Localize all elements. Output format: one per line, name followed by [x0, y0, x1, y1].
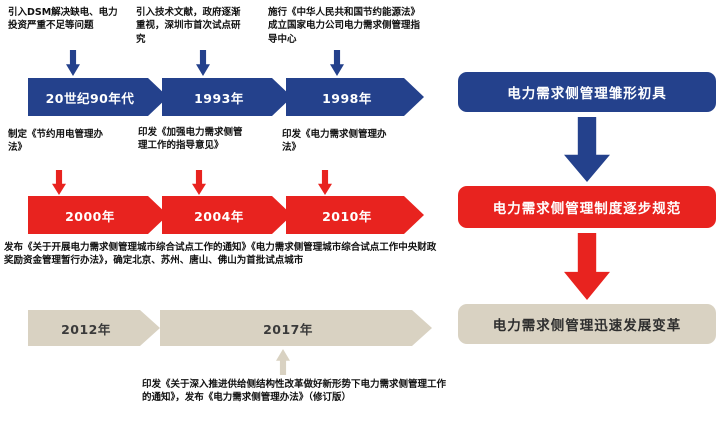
timeline-arrow-1990s: 20世纪90年代: [28, 78, 168, 116]
down-arrow-icon: [318, 170, 332, 195]
summary-label: 电力需求侧管理迅速发展变革: [492, 318, 682, 334]
summary-label: 电力需求侧管理制度逐步规范: [492, 201, 682, 217]
down-arrow-icon: [66, 50, 80, 76]
down-arrow-icon: [192, 170, 206, 195]
stage2-note-2000: 制定《节约用电管理办法》: [8, 129, 104, 154]
timeline-label: 2010年: [322, 208, 372, 224]
up-arrow-icon: [276, 349, 290, 375]
summary-label: 电力需求侧管理雏形初具: [507, 86, 667, 102]
down-arrow-icon: [196, 50, 210, 76]
summary-box-stage2: 电力需求侧管理制度逐步规范: [458, 186, 716, 228]
timeline-arrow-2010: 2010年: [286, 196, 424, 234]
timeline-label: 20世纪90年代: [45, 90, 135, 106]
summary-box-stage3: 电力需求侧管理迅速发展变革: [458, 304, 716, 344]
stage3-note-2017: 印发《关于深入推进供给侧结构性改革做好新形势下电力需求侧管理工作的通知》，发布《…: [142, 379, 447, 404]
timeline-label: 1993年: [194, 90, 244, 106]
timeline-arrow-1998: 1998年: [286, 78, 424, 116]
down-arrow-icon: [52, 170, 66, 195]
timeline-arrow-2004: 2004年: [162, 196, 292, 234]
timeline-arrow-2000: 2000年: [28, 196, 168, 234]
timeline-label: 2004年: [194, 208, 244, 224]
down-arrow-icon: [330, 50, 344, 76]
down-arrow-icon: [564, 233, 610, 300]
timeline-arrow-2017: 2017年: [160, 310, 432, 346]
stage1-note-1990s: 引入DSM解决缺电、电力投资严重不足等问题: [8, 7, 118, 32]
stage1-note-1998: 施行《中华人民共和国节约能源法》成立国家电力公司电力需求侧管理指导中心: [268, 7, 421, 45]
timeline-arrow-2012: 2012年: [28, 310, 160, 346]
timeline-arrow-1993: 1993年: [162, 78, 292, 116]
timeline-label: 1998年: [322, 90, 372, 106]
timeline-label: 2012年: [61, 321, 111, 337]
stage1-note-1993: 引入技术文献，政府逐渐重视，深圳市首次试点研究: [136, 7, 241, 45]
timeline-label: 2000年: [65, 208, 115, 224]
stage2-note-2004: 印发《加强电力需求侧管理工作的指导意见》: [138, 127, 243, 152]
down-arrow-icon: [564, 117, 610, 182]
summary-box-stage1: 电力需求侧管理雏形初具: [458, 72, 716, 112]
stage2-footnote: 发布《关于开展电力需求侧管理城市综合试点工作的通知》《电力需求侧管理城市综合试点…: [4, 242, 437, 267]
stage2-note-2010: 印发《电力需求侧管理办法》: [282, 129, 387, 154]
timeline-label: 2017年: [263, 321, 313, 337]
